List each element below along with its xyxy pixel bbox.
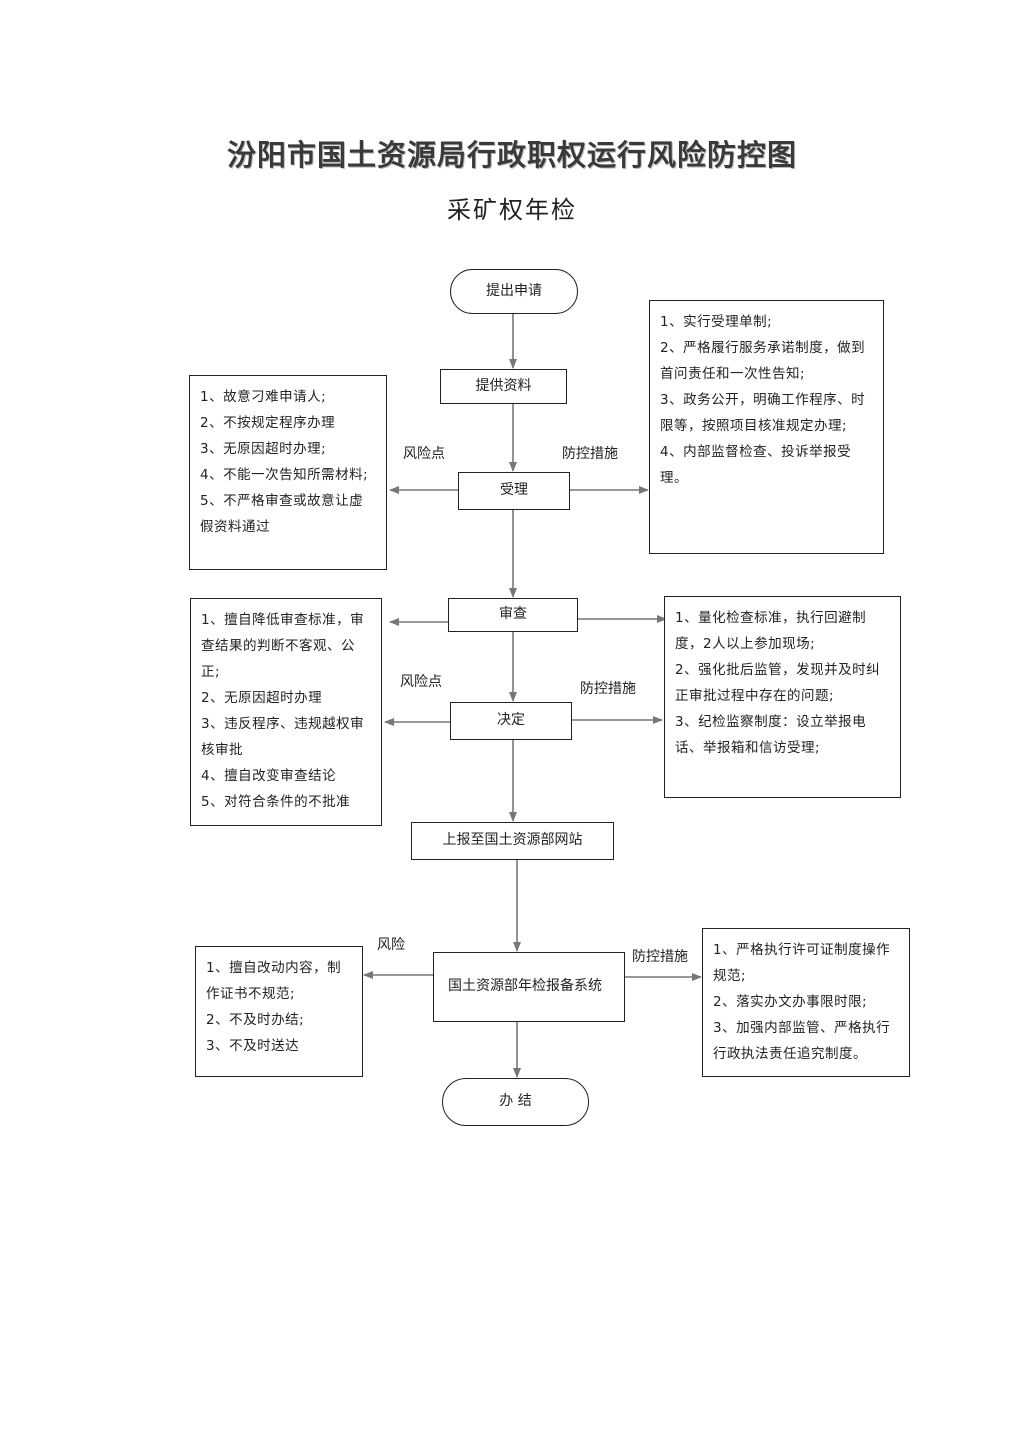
control-item: 2、强化批后监管，发现并及时纠正审批过程中存在的问题; <box>675 662 881 704</box>
node-end: 办 结 <box>442 1078 589 1126</box>
risk-item: 2、不按规定程序办理 <box>200 415 336 431</box>
control-item: 2、落实办文办事限时限; <box>713 994 868 1010</box>
node-provide: 提供资料 <box>440 369 567 404</box>
risk-item: 1、故意刁难申请人; <box>200 389 327 405</box>
control-item: 3、加强内部监管、严格执行行政执法责任追究制度。 <box>713 1020 891 1062</box>
label-risk-accept: 风险点 <box>403 446 445 462</box>
node-review: 审查 <box>448 598 578 632</box>
risk-item: 5、对符合条件的不批准 <box>201 794 351 810</box>
risk-item: 4、擅自改变审查结论 <box>201 768 337 784</box>
control-box-accept: 1、实行受理单制; 2、严格履行服务承诺制度，做到首问责任和一次性告知; 3、政… <box>649 300 884 554</box>
label-risk-decide: 风险点 <box>400 674 442 690</box>
risk-item: 5、不严格审查或故意让虚假资料通过 <box>200 493 364 535</box>
node-decide: 决定 <box>450 702 572 740</box>
label-control-accept: 防控措施 <box>562 446 618 462</box>
risk-box-accept: 1、故意刁难申请人; 2、不按规定程序办理 3、无原因超时办理; 4、不能一次告… <box>189 375 387 570</box>
risk-item: 2、无原因超时办理 <box>201 690 323 706</box>
risk-item: 1、擅自改动内容，制作证书不规范; <box>206 960 342 1002</box>
control-item: 1、严格执行许可证制度操作规范; <box>713 942 891 984</box>
node-start: 提出申请 <box>450 269 578 314</box>
control-item: 3、纪检监察制度：设立举报电话、举报箱和信访受理; <box>675 714 867 756</box>
risk-item: 3、不及时送达 <box>206 1038 300 1054</box>
label-control-system: 防控措施 <box>632 949 688 965</box>
risk-item: 3、无原因超时办理; <box>200 441 327 457</box>
control-box-system: 1、严格执行许可证制度操作规范; 2、落实办文办事限时限; 3、加强内部监管、严… <box>702 928 910 1077</box>
risk-item: 4、不能一次告知所需材料; <box>200 467 369 483</box>
risk-item: 2、不及时办结; <box>206 1012 305 1028</box>
page-subtitle: 采矿权年检 <box>447 196 577 224</box>
risk-box-review-decide: 1、擅自降低审查标准，审查结果的判断不客观、公正; 2、无原因超时办理 3、违反… <box>190 598 382 826</box>
node-accept: 受理 <box>458 472 570 510</box>
page-title: 汾阳市国土资源局行政职权运行风险防控图 <box>226 138 797 172</box>
risk-item: 1、擅自降低审查标准，审查结果的判断不客观、公正; <box>201 612 365 680</box>
label-risk-system: 风险 <box>377 937 405 953</box>
risk-box-system: 1、擅自改动内容，制作证书不规范; 2、不及时办结; 3、不及时送达 <box>195 946 363 1077</box>
control-item: 4、内部监督检查、投诉举报受理。 <box>660 444 852 486</box>
control-item: 1、实行受理单制; <box>660 314 773 330</box>
node-report: 上报至国土资源部网站 <box>411 822 614 860</box>
label-control-decide: 防控措施 <box>580 681 636 697</box>
control-item: 2、严格履行服务承诺制度，做到首问责任和一次性告知; <box>660 340 866 382</box>
control-box-review-decide: 1、量化检查标准，执行回避制度，2人以上参加现场; 2、强化批后监管，发现并及时… <box>664 596 901 798</box>
risk-item: 3、违反程序、违规越权审核审批 <box>201 716 365 758</box>
node-system: 国土资源部年检报备系统 <box>433 952 625 1022</box>
control-item: 1、量化检查标准，执行回避制度，2人以上参加现场; <box>675 610 867 652</box>
control-item: 3、政务公开，明确工作程序、时限等，按照项目核准规定办理; <box>660 392 866 434</box>
